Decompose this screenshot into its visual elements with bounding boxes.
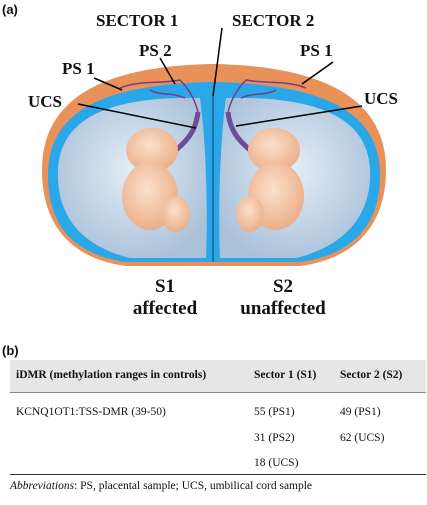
footnote-label: Abbreviations [10,480,75,492]
umbilical-cord-right [225,111,252,152]
fetus-right [236,128,304,232]
cell-s1-ucs: 18 (UCS) [254,457,299,469]
caption-s1: S1 affected [110,276,220,320]
cell-s1-ps2: 31 (PS2) [254,432,295,444]
cell-s2-ps1: 49 (PS1) [340,406,381,418]
caption-s1-line2: affected [132,298,198,319]
header-sector1: Sector 1 (S1) [254,369,317,381]
twin-placenta-diagram [42,27,386,266]
label-ps2: PS 2 [139,41,172,60]
leader-lines [77,27,363,129]
footnote-text: : PS, placental sample; UCS, umbilical c… [74,480,313,492]
table-footnote: Abbreviations: PS, placental sample; UCS… [10,474,426,492]
panel-b-label: (b) [2,343,19,358]
panel-a-label: (a) [2,2,18,17]
table-header: iDMR (methylation ranges in controls) Se… [10,360,426,393]
label-ucs-right: UCS [364,89,399,108]
caption-s2-line1: S2 [272,276,294,297]
caption-s2-line2: unaffected [240,298,326,319]
fetus-left [122,128,190,232]
methylation-table: iDMR (methylation ranges in controls) Se… [10,360,426,505]
caption-s2: S2 unaffected [218,276,348,320]
header-sector2: Sector 2 (S2) [340,369,403,381]
label-ps1-left: PS 1 [62,59,95,78]
umbilical-cord-left [174,111,201,152]
cell-s1-ps1: 55 (PS1) [254,406,295,418]
cell-region: KCNQ1OT1:TSS-DMR (39-50) [16,406,166,418]
label-sector-2: SECTOR 2 [232,11,315,30]
caption-s1-line1: S1 [154,276,176,297]
label-ucs-left: UCS [28,92,63,111]
label-sector-1: SECTOR 1 [96,11,179,30]
label-ps1-right: PS 1 [300,41,333,60]
cell-s2-ucs: 62 (UCS) [340,432,385,444]
header-idmr: iDMR (methylation ranges in controls) [16,369,207,381]
placental-vessels [119,79,307,113]
table-row: KCNQ1OT1:TSS-DMR (39-50) 55 (PS1) 31 (PS… [10,393,426,505]
